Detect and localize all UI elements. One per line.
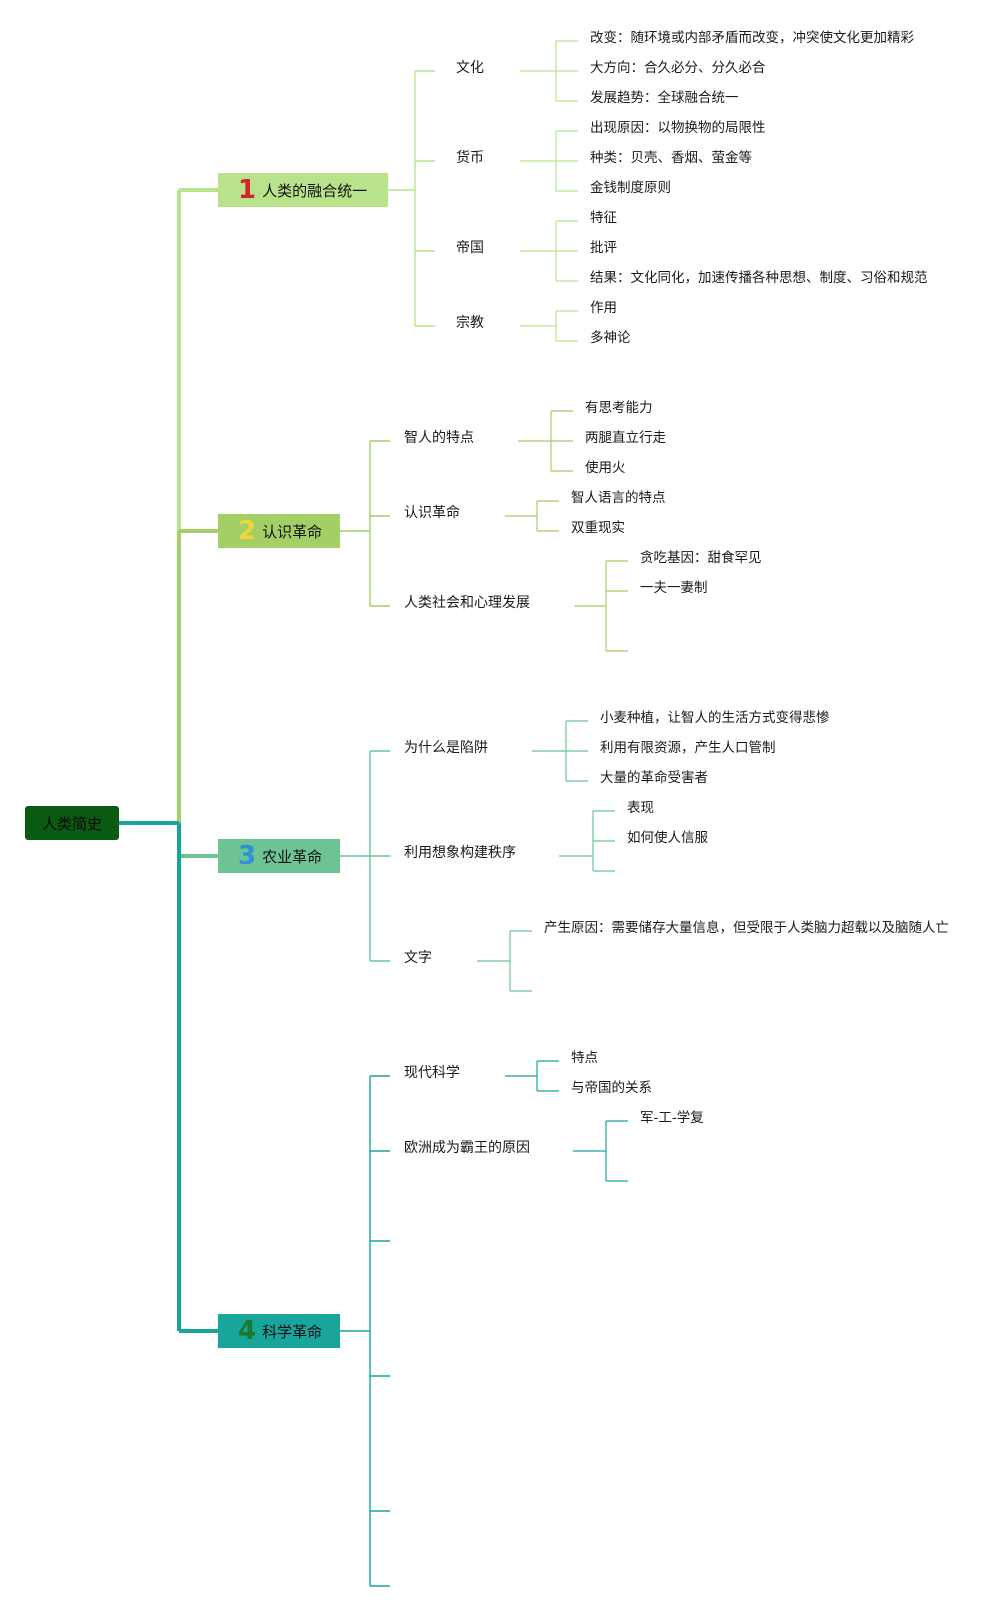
root-label: 人类简史 [41, 814, 102, 833]
leaf-node[interactable]: 特点 [571, 1050, 598, 1066]
leaf-node[interactable]: 结果：文化同化，加速传播各种思想、制度、习俗和规范 [590, 270, 928, 286]
leaf-node[interactable]: 小麦种植，让智人的生活方式变得悲惨 [600, 710, 830, 726]
leaf-node[interactable]: 改变：随环境或内部矛盾而改变，冲突使文化更加精彩 [590, 30, 914, 46]
leaf-node[interactable]: 大方向：合久必分、分久必合 [590, 60, 766, 76]
leaf-node[interactable]: 大量的革命受害者 [600, 770, 708, 786]
branch-number: 2 [238, 516, 257, 546]
branch-label: 认识革命 [262, 522, 323, 541]
topic-node[interactable]: 现代科学 [404, 1065, 460, 1081]
topic-node[interactable]: 认识革命 [404, 505, 460, 521]
leaf-node[interactable]: 军-工-学复 [640, 1110, 704, 1126]
leaf-node[interactable]: 出现原因：以物换物的局限性 [590, 120, 766, 136]
branch-node[interactable]: 1 人类的融合统一 [218, 173, 388, 207]
branch-label: 科学革命 [262, 1322, 323, 1341]
branch-number: 4 [238, 1316, 257, 1346]
leaf-node[interactable]: 发展趋势：全球融合统一 [590, 90, 739, 106]
topic-node[interactable]: 帝国 [456, 240, 484, 256]
topic-node[interactable]: 宗教 [456, 315, 484, 331]
leaf-node[interactable]: 智人语言的特点 [571, 490, 666, 506]
topic-node[interactable]: 为什么是陷阱 [404, 740, 488, 756]
leaf-node[interactable]: 双重现实 [571, 520, 625, 536]
leaf-node[interactable]: 一夫一妻制 [640, 580, 708, 596]
branch-node[interactable]: 2 认识革命 [218, 514, 340, 548]
topic-node[interactable]: 人类社会和心理发展 [404, 595, 530, 611]
branch-number: 3 [238, 841, 257, 871]
leaf-node[interactable]: 表现 [627, 800, 654, 816]
leaf-node[interactable]: 有思考能力 [585, 400, 653, 416]
leaf-node[interactable]: 产生原因：需要储存大量信息，但受限于人类脑力超载以及脑随人亡 [544, 920, 949, 936]
leaf-node[interactable]: 特征 [590, 210, 617, 226]
leaf-node[interactable]: 使用火 [585, 460, 626, 476]
leaf-node[interactable]: 种类：贝壳、香烟、萤金等 [590, 150, 752, 166]
topic-node[interactable]: 文字 [404, 950, 432, 966]
leaf-node[interactable]: 与帝国的关系 [571, 1080, 652, 1096]
leaf-node[interactable]: 批评 [590, 240, 617, 256]
leaf-node[interactable]: 多神论 [590, 330, 631, 346]
branch-label: 农业革命 [262, 847, 323, 866]
leaf-node[interactable]: 利用有限资源，产生人口管制 [600, 740, 776, 756]
leaf-node[interactable]: 两腿直立行走 [585, 430, 666, 446]
leaf-node[interactable]: 如何使人信服 [627, 830, 708, 846]
branch-node[interactable]: 4 科学革命 [218, 1314, 340, 1348]
branch-node[interactable]: 3 农业革命 [218, 839, 340, 873]
topic-node[interactable]: 欧洲成为霸王的原因 [404, 1140, 530, 1156]
leaf-node[interactable]: 作用 [590, 300, 617, 316]
topic-node[interactable]: 货币 [456, 150, 484, 166]
root-node[interactable]: 人类简史 [25, 806, 119, 840]
leaf-node[interactable]: 贪吃基因：甜食罕见 [640, 550, 762, 566]
branch-label: 人类的融合统一 [262, 181, 368, 200]
branch-number: 1 [238, 175, 257, 205]
topic-node[interactable]: 文化 [456, 60, 484, 76]
leaf-node[interactable]: 金钱制度原则 [590, 180, 671, 196]
topic-node[interactable]: 利用想象构建秩序 [404, 845, 516, 861]
topic-node[interactable]: 智人的特点 [404, 430, 474, 446]
